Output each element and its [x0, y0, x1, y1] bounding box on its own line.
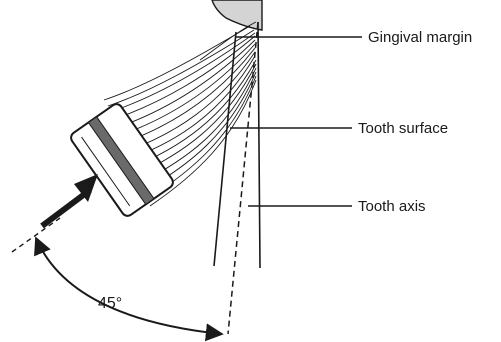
gingiva-shape: [212, 0, 262, 30]
push-arrow: [42, 174, 98, 226]
gingival-margin-label: Gingival margin: [368, 29, 472, 46]
tooth-axis-label: Tooth axis: [358, 198, 426, 215]
leader-lines: [230, 37, 362, 206]
tooth-right-edge: [258, 22, 260, 268]
tooth-surface-label: Tooth surface: [358, 120, 448, 137]
brush-head: [69, 102, 176, 218]
angle-arc: [36, 238, 222, 334]
brush-direction-line: [12, 218, 60, 252]
angle-label: 45°: [98, 295, 122, 312]
